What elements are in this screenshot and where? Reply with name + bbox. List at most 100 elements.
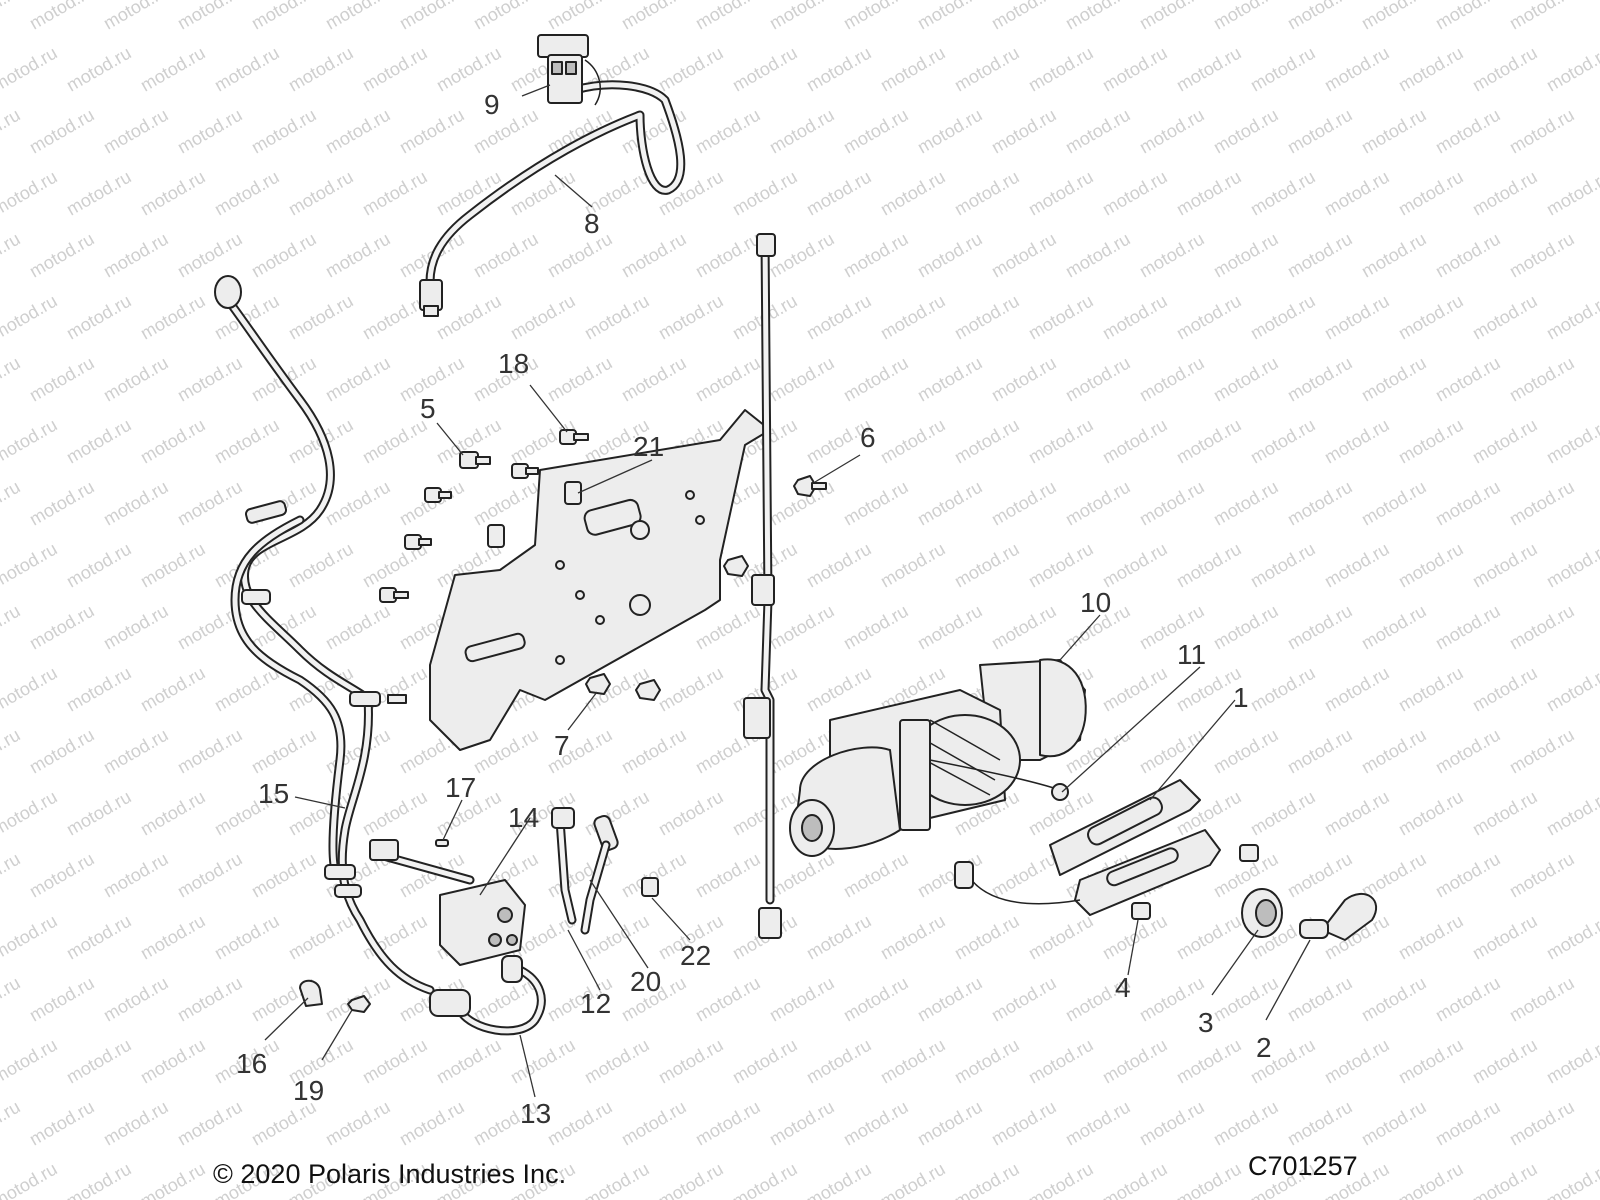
watermark-text: motod.ru bbox=[1432, 1097, 1504, 1150]
watermark-text: motod.ru bbox=[1395, 1035, 1467, 1088]
watermark-text: motod.ru bbox=[1432, 0, 1504, 33]
fasteners bbox=[347, 429, 1259, 1013]
watermark-text: motod.ru bbox=[803, 663, 875, 716]
callout-1: 1 bbox=[1233, 682, 1249, 713]
watermark-text: motod.ru bbox=[0, 291, 61, 344]
watermark-text: motod.ru bbox=[1358, 477, 1430, 530]
watermark-text: motod.ru bbox=[137, 911, 209, 964]
watermark-text: motod.ru bbox=[1025, 415, 1097, 468]
watermark-text: motod.ru bbox=[0, 849, 24, 902]
watermark-text: motod.ru bbox=[359, 167, 431, 220]
bolt-5b bbox=[511, 463, 539, 479]
watermark-text: motod.ru bbox=[914, 353, 986, 406]
watermark-text: motod.ru bbox=[248, 725, 320, 778]
callout-8: 8 bbox=[584, 208, 600, 239]
watermark-text: motod.ru bbox=[1432, 229, 1504, 282]
watermark-text: motod.ru bbox=[581, 1035, 653, 1088]
watermark-text: motod.ru bbox=[1284, 229, 1356, 282]
watermark-text: motod.ru bbox=[470, 105, 542, 158]
watermark-text: motod.ru bbox=[396, 1097, 468, 1150]
cable-stopper bbox=[1241, 888, 1283, 938]
watermark-text: motod.ru bbox=[840, 973, 912, 1026]
watermark-text: motod.ru bbox=[988, 229, 1060, 282]
watermark-text: motod.ru bbox=[1358, 1097, 1430, 1150]
callout-15: 15 bbox=[258, 778, 289, 809]
watermark-text: motod.ru bbox=[1062, 1097, 1134, 1150]
watermark-text: motod.ru bbox=[248, 105, 320, 158]
watermark-text: motod.ru bbox=[0, 1035, 61, 1088]
watermark-text: motod.ru bbox=[211, 663, 283, 716]
watermark-text: motod.ru bbox=[1469, 415, 1541, 468]
watermark-text: motod.ru bbox=[1543, 787, 1600, 840]
watermark-text: motod.ru bbox=[470, 0, 542, 33]
watermark-text: motod.ru bbox=[1358, 973, 1430, 1026]
callout-9: 9 bbox=[484, 89, 500, 120]
watermark-text: motod.ru bbox=[1469, 291, 1541, 344]
watermark-text: motod.ru bbox=[692, 973, 764, 1026]
watermark-text: motod.ru bbox=[988, 477, 1060, 530]
watermark-text: motod.ru bbox=[0, 167, 61, 220]
watermark-text: motod.ru bbox=[877, 167, 949, 220]
watermark-text: motod.ru bbox=[211, 911, 283, 964]
watermark-text: motod.ru bbox=[1210, 973, 1282, 1026]
watermark-text: motod.ru bbox=[1247, 43, 1319, 96]
watermark-text: motod.ru bbox=[0, 725, 24, 778]
watermark-text: motod.ru bbox=[1543, 1035, 1600, 1088]
watermark-text: motod.ru bbox=[396, 0, 468, 33]
watermark-text: motod.ru bbox=[322, 353, 394, 406]
watermark-text: motod.ru bbox=[766, 1097, 838, 1150]
watermark-text: motod.ru bbox=[322, 229, 394, 282]
watermark-text: motod.ru bbox=[840, 105, 912, 158]
callout-16: 16 bbox=[236, 1048, 267, 1079]
watermark-text: motod.ru bbox=[1469, 911, 1541, 964]
watermark-text: motod.ru bbox=[1062, 105, 1134, 158]
callout-14: 14 bbox=[508, 802, 539, 833]
watermark-text: motod.ru bbox=[840, 0, 912, 33]
callout-4: 4 bbox=[1115, 972, 1131, 1003]
watermark-text: motod.ru bbox=[877, 1159, 949, 1200]
watermark-text: motod.ru bbox=[1543, 291, 1600, 344]
callout-10: 10 bbox=[1080, 587, 1111, 618]
watermark-text: motod.ru bbox=[433, 291, 505, 344]
watermark-text: motod.ru bbox=[988, 973, 1060, 1026]
watermark-text: motod.ru bbox=[248, 0, 320, 33]
watermark-text: motod.ru bbox=[63, 1035, 135, 1088]
watermark-text: motod.ru bbox=[1025, 539, 1097, 592]
watermark-text: motod.ru bbox=[655, 1035, 727, 1088]
watermark-text: motod.ru bbox=[137, 787, 209, 840]
watermark-text: motod.ru bbox=[1395, 1159, 1467, 1200]
watermark-text: motod.ru bbox=[581, 911, 653, 964]
watermark-text: motod.ru bbox=[951, 291, 1023, 344]
watermark-text: motod.ru bbox=[1506, 849, 1578, 902]
watermark-text: motod.ru bbox=[1136, 0, 1208, 33]
watermark-text: motod.ru bbox=[803, 911, 875, 964]
watermark-text: motod.ru bbox=[1395, 43, 1467, 96]
watermark-text: motod.ru bbox=[988, 105, 1060, 158]
watermark-text: motod.ru bbox=[1506, 353, 1578, 406]
watermark-text: motod.ru bbox=[766, 105, 838, 158]
watermark-text: motod.ru bbox=[877, 539, 949, 592]
bolt-6 bbox=[793, 475, 827, 497]
watermark-text: motod.ru bbox=[26, 353, 98, 406]
watermark-text: motod.ru bbox=[1506, 725, 1578, 778]
watermark-text: motod.ru bbox=[803, 167, 875, 220]
watermark-text: motod.ru bbox=[174, 229, 246, 282]
callout-22: 22 bbox=[680, 940, 711, 971]
watermark-text: motod.ru bbox=[1506, 477, 1578, 530]
watermark-text: motod.ru bbox=[1469, 43, 1541, 96]
watermark-text: motod.ru bbox=[26, 105, 98, 158]
callout-5: 5 bbox=[420, 393, 436, 424]
watermark-text: motod.ru bbox=[0, 229, 24, 282]
watermark-text: motod.ru bbox=[914, 973, 986, 1026]
watermark-text: motod.ru bbox=[100, 0, 172, 33]
watermark-text: motod.ru bbox=[1543, 1159, 1600, 1200]
watermark-text: motod.ru bbox=[803, 1159, 875, 1200]
watermark-text: motod.ru bbox=[396, 477, 468, 530]
watermark-text: motod.ru bbox=[1432, 105, 1504, 158]
callout-2: 2 bbox=[1256, 1032, 1272, 1063]
watermark-text: motod.ru bbox=[359, 43, 431, 96]
watermark-text: motod.ru bbox=[0, 787, 61, 840]
watermark-text: motod.ru bbox=[507, 167, 579, 220]
